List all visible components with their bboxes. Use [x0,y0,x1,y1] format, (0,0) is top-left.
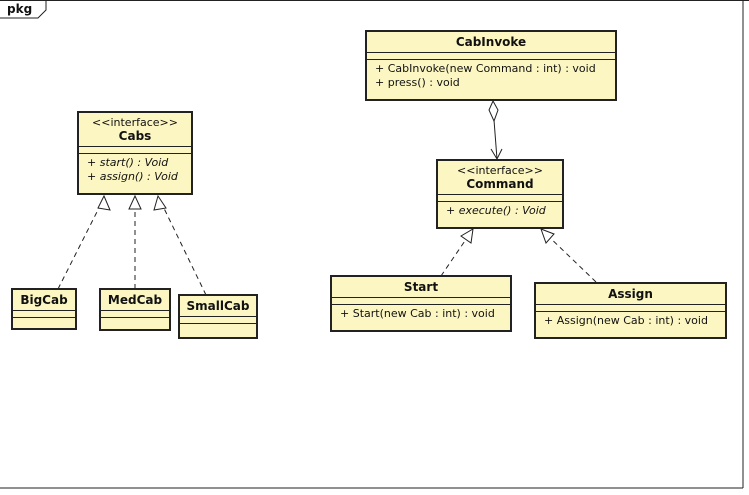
class-name: Command [466,177,534,191]
class-name: Assign [608,287,653,301]
class-operations: + Assign(new Cab : int) : void [536,311,725,331]
realization-arrowhead [460,228,474,244]
operation: + execute() : Void [446,204,546,217]
class-operations: + start() : Void + assign() : Void [79,153,191,187]
realization-arrowhead [97,194,111,211]
class-attributes [13,310,75,317]
class-command[interactable]: <<interface>> Command + execute() : Void [436,159,564,229]
class-attributes [101,310,169,317]
aggregation-diamond [488,99,499,123]
class-attributes [438,194,562,201]
realization-bigcab-cabs [57,197,105,290]
class-attributes [367,52,615,59]
realization-arrowhead [128,194,142,210]
class-stereotype: <<interface>> [92,116,178,129]
class-attributes [536,304,725,311]
class-attributes [79,146,191,153]
class-assign[interactable]: Assign + Assign(new Cab : int) : void [534,282,727,339]
aggregation-cabinvoke-command [493,119,498,160]
class-operations: + Start(new Cab : int) : void [332,304,510,324]
realization-smallcab-cabs [158,197,207,296]
class-operations: + CabInvoke(new Command : int) : void + … [367,59,615,93]
class-start[interactable]: Start + Start(new Cab : int) : void [330,275,512,332]
class-cabinvoke[interactable]: CabInvoke + CabInvoke(new Command : int)… [365,30,617,101]
realization-assign-command [543,231,597,283]
operation: + assign() : Void [87,170,178,183]
frame-label: pkg [7,2,33,16]
class-operations [13,317,75,324]
realization-arrowhead [540,228,555,244]
class-name: CabInvoke [455,35,527,49]
operation: + start() : Void [87,156,169,169]
class-name: BigCab [20,293,68,307]
class-stereotype: <<interface>> [457,164,543,177]
class-name: Cabs [118,129,152,143]
frame-tab [0,0,47,19]
class-bigcab[interactable]: BigCab [11,288,77,330]
operation: + Start(new Cab : int) : void [340,307,495,320]
class-cabs[interactable]: <<interface>> Cabs + start() : Void + as… [77,111,193,195]
class-medcab[interactable]: MedCab [99,288,171,331]
class-name: MedCab [107,293,163,307]
operation: + CabInvoke(new Command : int) : void [375,62,596,75]
class-operations [180,323,256,330]
realization-arrowhead [153,194,167,211]
class-attributes [180,316,256,323]
operation: + Assign(new Cab : int) : void [544,314,708,327]
class-operations [101,317,169,324]
class-operations: + execute() : Void [438,201,562,221]
class-name: SmallCab [186,299,250,313]
class-smallcab[interactable]: SmallCab [178,294,258,339]
operation: + press() : void [375,76,460,89]
class-attributes [332,297,510,304]
class-name: Start [403,280,439,294]
